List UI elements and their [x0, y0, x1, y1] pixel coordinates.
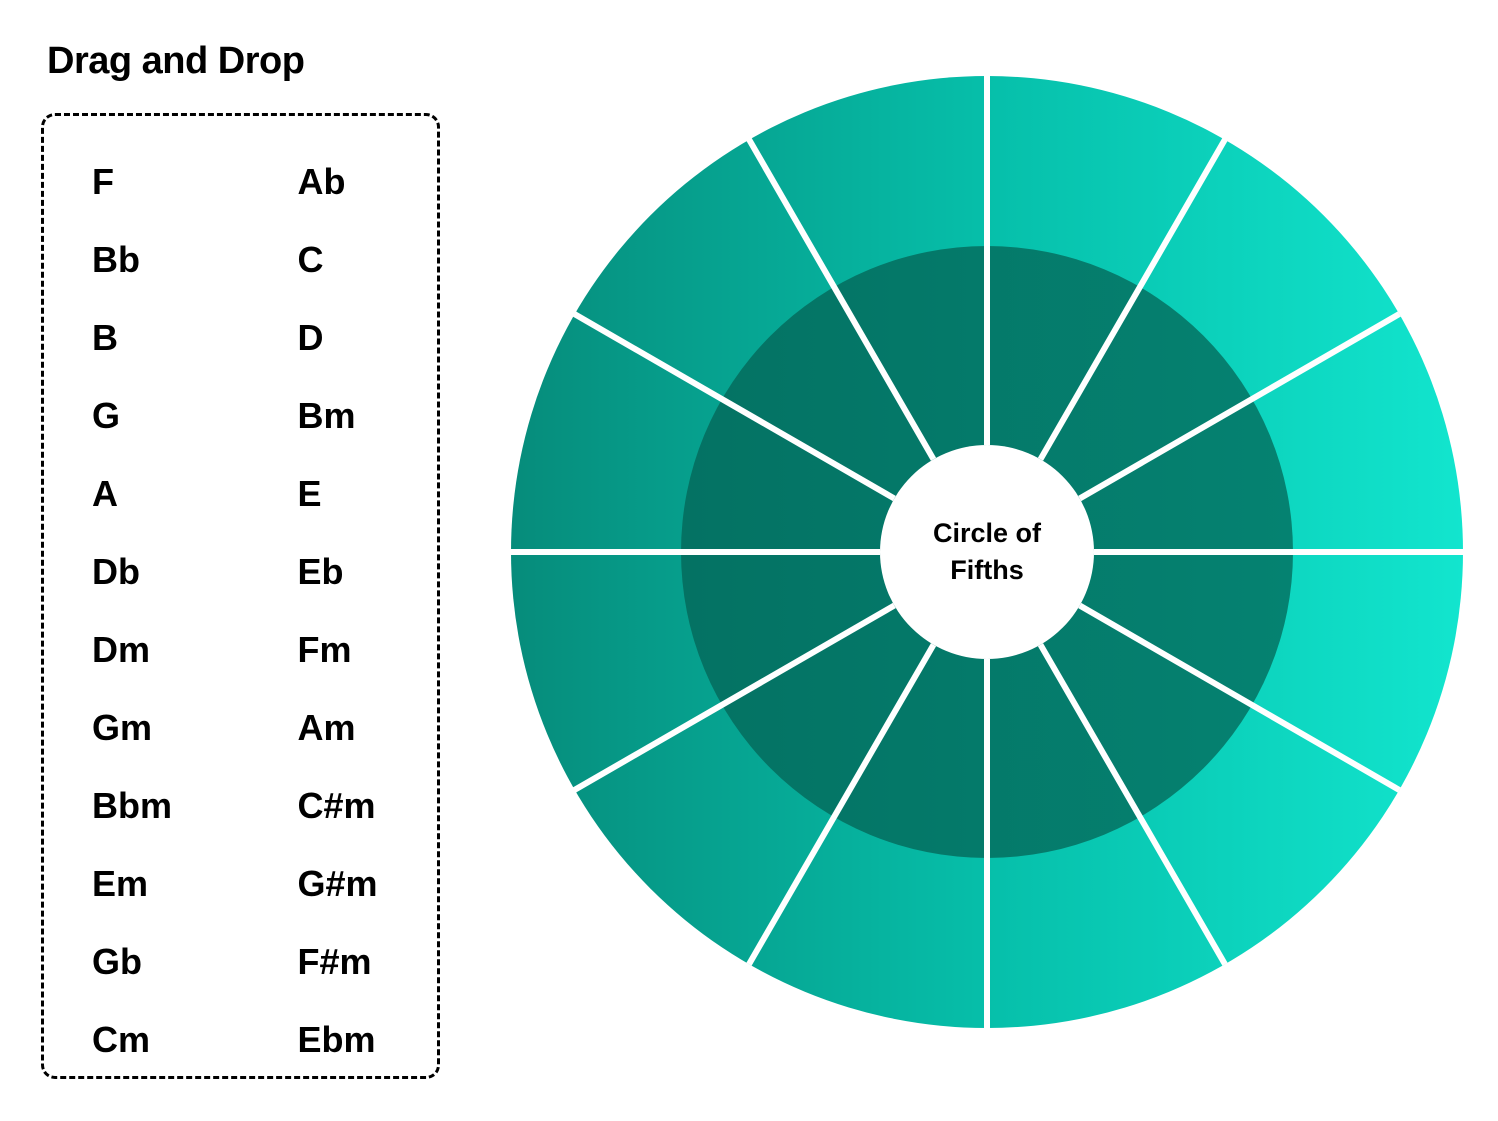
draggable-chip[interactable]: Gb	[92, 941, 142, 982]
segment-divider	[1037, 643, 1228, 966]
draggable-chip[interactable]: A	[92, 473, 118, 514]
segment-divider	[572, 602, 896, 793]
segment-dividers	[511, 76, 1463, 1028]
circle-of-fifths-wheel[interactable]: Circle of Fifths	[511, 76, 1463, 1028]
draggable-chip[interactable]: B	[92, 317, 118, 358]
draggable-chip[interactable]: Bb	[92, 239, 140, 280]
drag-and-drop-panel: Drag and Drop F Ab Bb C B D G Bm A E Db …	[0, 0, 470, 1121]
segment-divider	[572, 311, 896, 502]
draggable-chip[interactable]: Gm	[92, 707, 153, 748]
wheel-graphic	[511, 76, 1463, 1028]
chip-list: F Ab Bb C B D G Bm A E Db Eb Dm Fm Gm Am…	[44, 116, 437, 1076]
draggable-chip[interactable]: Fm	[297, 629, 352, 670]
draggable-chip[interactable]: Db	[92, 551, 140, 592]
draggable-chip[interactable]: Cm	[92, 1019, 151, 1060]
draggable-chip[interactable]: Am	[297, 707, 356, 748]
segment-divider	[1078, 311, 1401, 502]
segment-divider	[746, 137, 937, 461]
draggable-chip[interactable]: Ab	[297, 161, 346, 202]
segment-divider	[1078, 602, 1401, 793]
draggable-chip[interactable]: Em	[92, 863, 149, 904]
draggable-chip[interactable]: G	[92, 395, 121, 436]
draggable-chip[interactable]: Eb	[297, 551, 344, 592]
segment-divider	[1037, 137, 1228, 461]
wheel-hub	[880, 445, 1094, 659]
segment-divider	[746, 643, 937, 966]
draggable-chip[interactable]: Bm	[297, 395, 356, 436]
draggable-chip[interactable]: D	[297, 317, 324, 358]
draggable-chip[interactable]: C#m	[297, 785, 376, 826]
drop-zone[interactable]: F Ab Bb C B D G Bm A E Db Eb Dm Fm Gm Am…	[41, 113, 440, 1079]
draggable-chip[interactable]: F#m	[297, 941, 372, 982]
draggable-chip[interactable]: F	[92, 161, 114, 202]
draggable-chip[interactable]: Ebm	[297, 1019, 376, 1060]
draggable-chip[interactable]: Bbm	[92, 785, 172, 826]
page-title: Drag and Drop	[47, 40, 305, 82]
draggable-chip[interactable]: Dm	[92, 629, 151, 670]
draggable-chip[interactable]: G#m	[297, 863, 378, 904]
draggable-chip[interactable]: E	[297, 473, 322, 514]
draggable-chip[interactable]: C	[297, 239, 324, 280]
